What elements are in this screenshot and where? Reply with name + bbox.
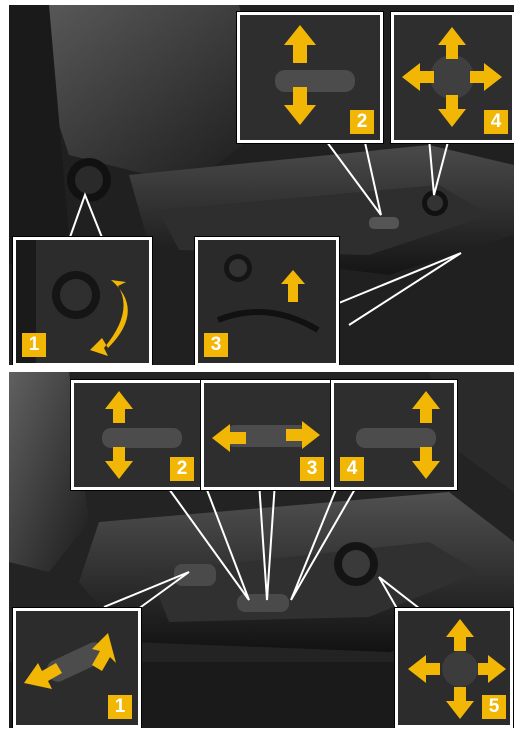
callout-number: 2	[350, 110, 374, 134]
callout-4-bottom: 4	[331, 380, 457, 490]
callout-4-top: 4	[391, 12, 514, 143]
bottom-seat-figure: 2 3 4	[9, 372, 514, 728]
top-seat-figure: 2 4	[9, 5, 514, 365]
callout-number: 3	[300, 457, 324, 481]
callout-2-top: 2	[237, 12, 383, 143]
callout-number: 4	[340, 457, 364, 481]
callout-3-bottom: 3	[201, 380, 333, 490]
callout-number: 2	[170, 457, 194, 481]
callout-number: 4	[484, 110, 508, 134]
callout-1-bottom: 1	[13, 608, 141, 728]
callout-2-bottom: 2	[71, 380, 203, 490]
callout-number: 1	[108, 695, 132, 719]
callout-3-top: 3	[195, 237, 339, 365]
callout-number: 5	[482, 695, 506, 719]
callout-number: 1	[22, 333, 46, 357]
callout-number: 3	[204, 333, 228, 357]
callout-5-bottom: 5	[395, 608, 513, 728]
callout-1-top: 1	[13, 237, 152, 365]
